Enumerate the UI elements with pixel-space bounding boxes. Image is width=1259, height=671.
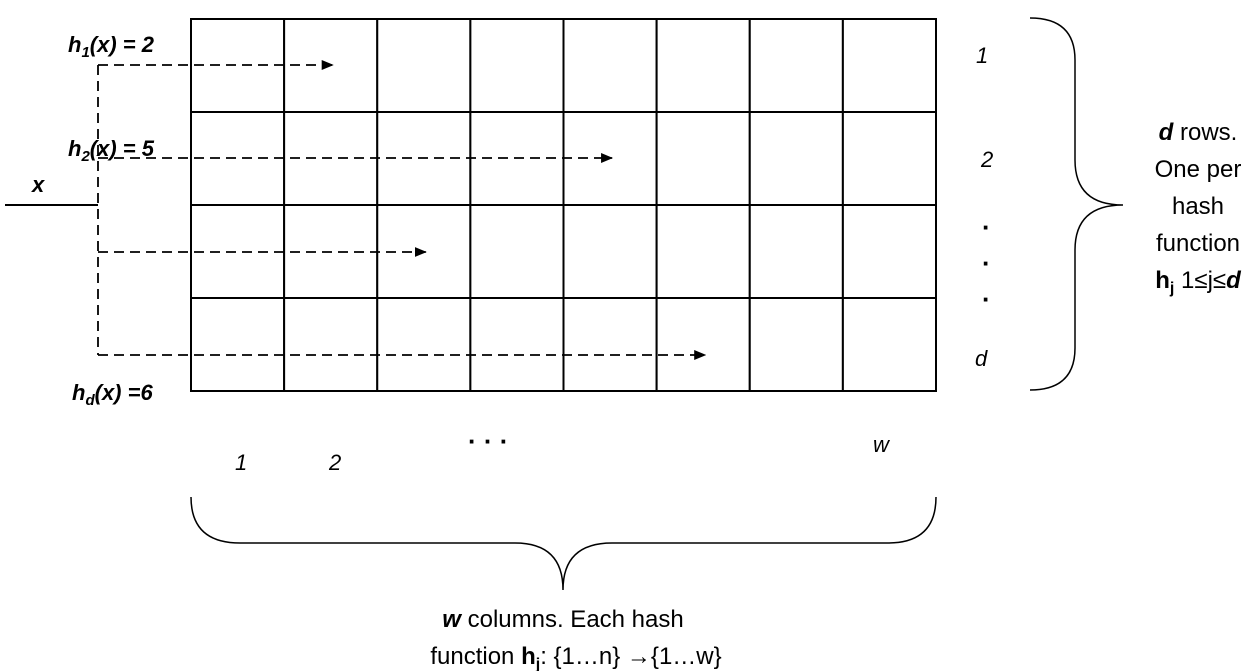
grid-cell-r1-c7 — [748, 18, 844, 113]
grid-cell-r4-c2 — [283, 297, 379, 392]
grid-cell-r3-c8 — [841, 204, 937, 299]
row-dot-2: · — [982, 248, 991, 278]
grid-cell-r4-c4 — [469, 297, 565, 392]
grid-cell-r4-c8 — [841, 297, 937, 392]
columns-caption: w columns. Each hash function hj: {1…n} … — [430, 606, 721, 671]
row-label-1: 1 — [976, 43, 988, 68]
grid-cell-r1-c4 — [469, 18, 565, 113]
col-label-2: 2 — [328, 450, 341, 475]
grid-cell-r4-c1 — [190, 297, 286, 392]
sketch-grid — [190, 18, 937, 392]
grid-cell-r3-c5 — [562, 204, 658, 299]
grid-cell-r3-c4 — [469, 204, 565, 299]
columns-brace — [190, 496, 937, 591]
row-label-2: 2 — [980, 147, 993, 172]
svg-text:d rows.: d rows. — [1159, 119, 1238, 146]
grid-cell-r2-c8 — [841, 111, 937, 206]
row-dot-3: · — [982, 284, 991, 314]
grid-cell-r2-c6 — [655, 111, 751, 206]
hash-label-2: h2(x) = 5 — [68, 136, 155, 165]
svg-text:function hj: {1…n} →{1…w}: function hj: {1…n} →{1…w} — [430, 643, 721, 671]
rows-brace — [1029, 17, 1124, 391]
col-label-w: w — [873, 432, 891, 457]
row-label-d: d — [975, 346, 988, 371]
rows-caption: d rows. One per hash function hj 1≤j≤d — [1155, 119, 1242, 297]
grid-cell-r4-c3 — [376, 297, 472, 392]
svg-text:One per: One per — [1155, 156, 1242, 183]
grid-cell-r4-c7 — [748, 297, 844, 392]
grid-cell-r1-c5 — [562, 18, 658, 113]
grid-cell-r4-c6 — [655, 297, 751, 392]
grid-cell-r1-c6 — [655, 18, 751, 113]
grid-cell-r4-c5 — [562, 297, 658, 392]
input-label: x — [31, 172, 45, 197]
grid-cell-r3-c7 — [748, 204, 844, 299]
grid-cell-r1-c8 — [841, 18, 937, 113]
svg-text:function: function — [1156, 230, 1240, 257]
grid-cell-r1-c1 — [190, 18, 286, 113]
svg-text:hj 1≤j≤d: hj 1≤j≤d — [1155, 267, 1242, 297]
svg-text:hash: hash — [1172, 193, 1224, 220]
col-dots: · · · — [468, 426, 508, 456]
hash-label-1: h1(x) = 2 — [68, 32, 155, 61]
grid-cell-r2-c7 — [748, 111, 844, 206]
hash-label-d: hd(x) =6 — [72, 380, 153, 409]
hash-arrows — [98, 60, 707, 360]
grid-cell-r2-c1 — [190, 111, 286, 206]
svg-text:w columns. Each hash: w columns. Each hash — [442, 606, 683, 633]
row-dot-1: · — [982, 212, 991, 242]
grid-cell-r3-c1 — [190, 204, 286, 299]
col-label-1: 1 — [235, 450, 247, 475]
grid-cell-r3-c6 — [655, 204, 751, 299]
grid-cell-r1-c3 — [376, 18, 472, 113]
